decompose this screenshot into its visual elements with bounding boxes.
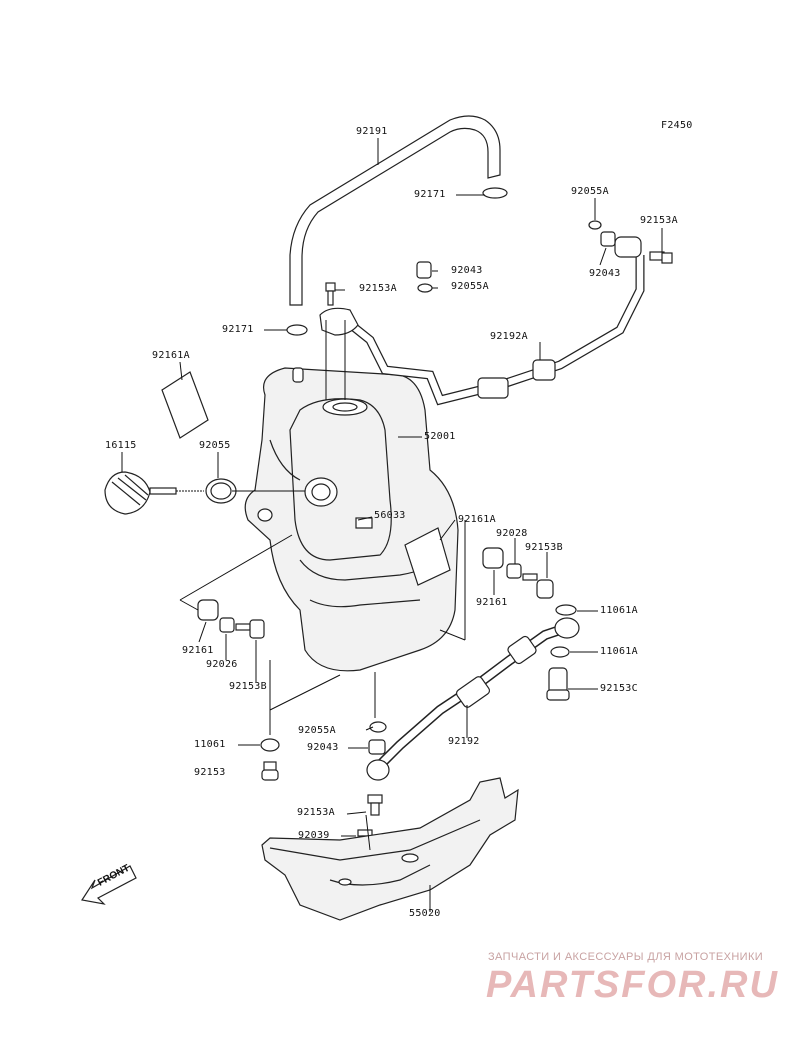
part-label-92039: 92039 (298, 830, 330, 841)
part-label-92153: 92153 (194, 767, 226, 778)
figure-code: F2450 (661, 120, 693, 131)
front-arrow-icon (81, 865, 137, 905)
part-label-92153C: 92153C (600, 683, 638, 694)
label-92161A-left (161, 371, 209, 439)
bolt-92153 (261, 761, 279, 781)
part-label-11061A-lower: 11061A (600, 646, 638, 657)
part-label-92043-right: 92043 (589, 268, 621, 279)
part-label-92043-top: 92043 (451, 265, 483, 276)
part-label-55020: 55020 (409, 908, 441, 919)
part-label-92055: 92055 (199, 440, 231, 451)
washer-92055A-lower (369, 721, 387, 733)
clamp-11061A-lower (550, 646, 570, 658)
part-label-92161-right: 92161 (476, 597, 508, 608)
label-56033 (355, 517, 373, 529)
part-label-92153B-left: 92153B (229, 681, 267, 692)
part-label-92171-lower: 92171 (222, 324, 254, 335)
clamp-11061A-upper (555, 604, 577, 616)
clamp-11061 (260, 738, 280, 752)
clip-92171-upper (482, 187, 508, 199)
watermark-logo: PARTSFOR.RU (486, 964, 779, 1006)
damper-92161-right (482, 547, 504, 569)
part-label-16115: 16115 (105, 440, 137, 451)
watermark-tagline: ЗАПЧАСТИ И АКСЕССУАРЫ ДЛЯ МОТОТЕХНИКИ (488, 951, 764, 963)
damper-92161-left (197, 599, 219, 621)
sleeve-92043-right (600, 231, 616, 247)
clip-92171-lower (286, 324, 308, 336)
part-label-92161-left: 92161 (182, 645, 214, 656)
sleeve-92043-top (416, 261, 432, 279)
part-label-92153A-right: 92153A (640, 215, 678, 226)
bolt-92153B-right (522, 573, 554, 599)
washer-92055A-right (588, 220, 602, 230)
part-label-92026: 92026 (206, 659, 238, 670)
part-label-52001: 52001 (424, 431, 456, 442)
part-label-92161A-right: 92161A (458, 514, 496, 525)
sleeve-92043-lower (368, 739, 386, 755)
part-label-11061: 11061 (194, 739, 226, 750)
collar-92028 (506, 563, 522, 579)
part-label-92191: 92191 (356, 126, 388, 137)
part-label-92192: 92192 (448, 736, 480, 747)
part-label-92028: 92028 (496, 528, 528, 539)
part-label-92153A-lower: 92153A (297, 807, 335, 818)
part-label-56033: 56033 (374, 510, 406, 521)
fitting-92153C (546, 667, 570, 701)
breather-hose-92191 (289, 115, 501, 306)
washer-92055A-top (417, 283, 433, 293)
part-label-92171-upper: 92171 (414, 189, 446, 200)
part-label-92153B-right: 92153B (525, 542, 563, 553)
part-label-92055A-top: 92055A (451, 281, 489, 292)
bolt-92153A-lower (367, 794, 383, 816)
vent-hose-92192A (319, 236, 645, 406)
collar-92026 (219, 617, 235, 633)
part-label-92043-lower: 92043 (307, 742, 339, 753)
bolt-92153B-left (235, 619, 265, 639)
fuel-hose-92192 (366, 617, 580, 781)
label-92161A-right (404, 527, 451, 586)
part-label-11061A-upper: 11061A (600, 605, 638, 616)
bolt-92153A-right (649, 251, 673, 264)
bolt-92153A-top (325, 282, 336, 306)
leader-lines (121, 138, 663, 912)
part-label-92055A-lower: 92055A (298, 725, 336, 736)
part-label-92192A: 92192A (490, 331, 528, 342)
part-label-92055A-right: 92055A (571, 186, 609, 197)
fuel-tank-52001 (244, 367, 459, 672)
fuel-cap-16115 (104, 471, 204, 515)
part-label-92153A-top: 92153A (359, 283, 397, 294)
part-label-92161A-left: 92161A (152, 350, 190, 361)
cover-55020 (261, 777, 519, 921)
